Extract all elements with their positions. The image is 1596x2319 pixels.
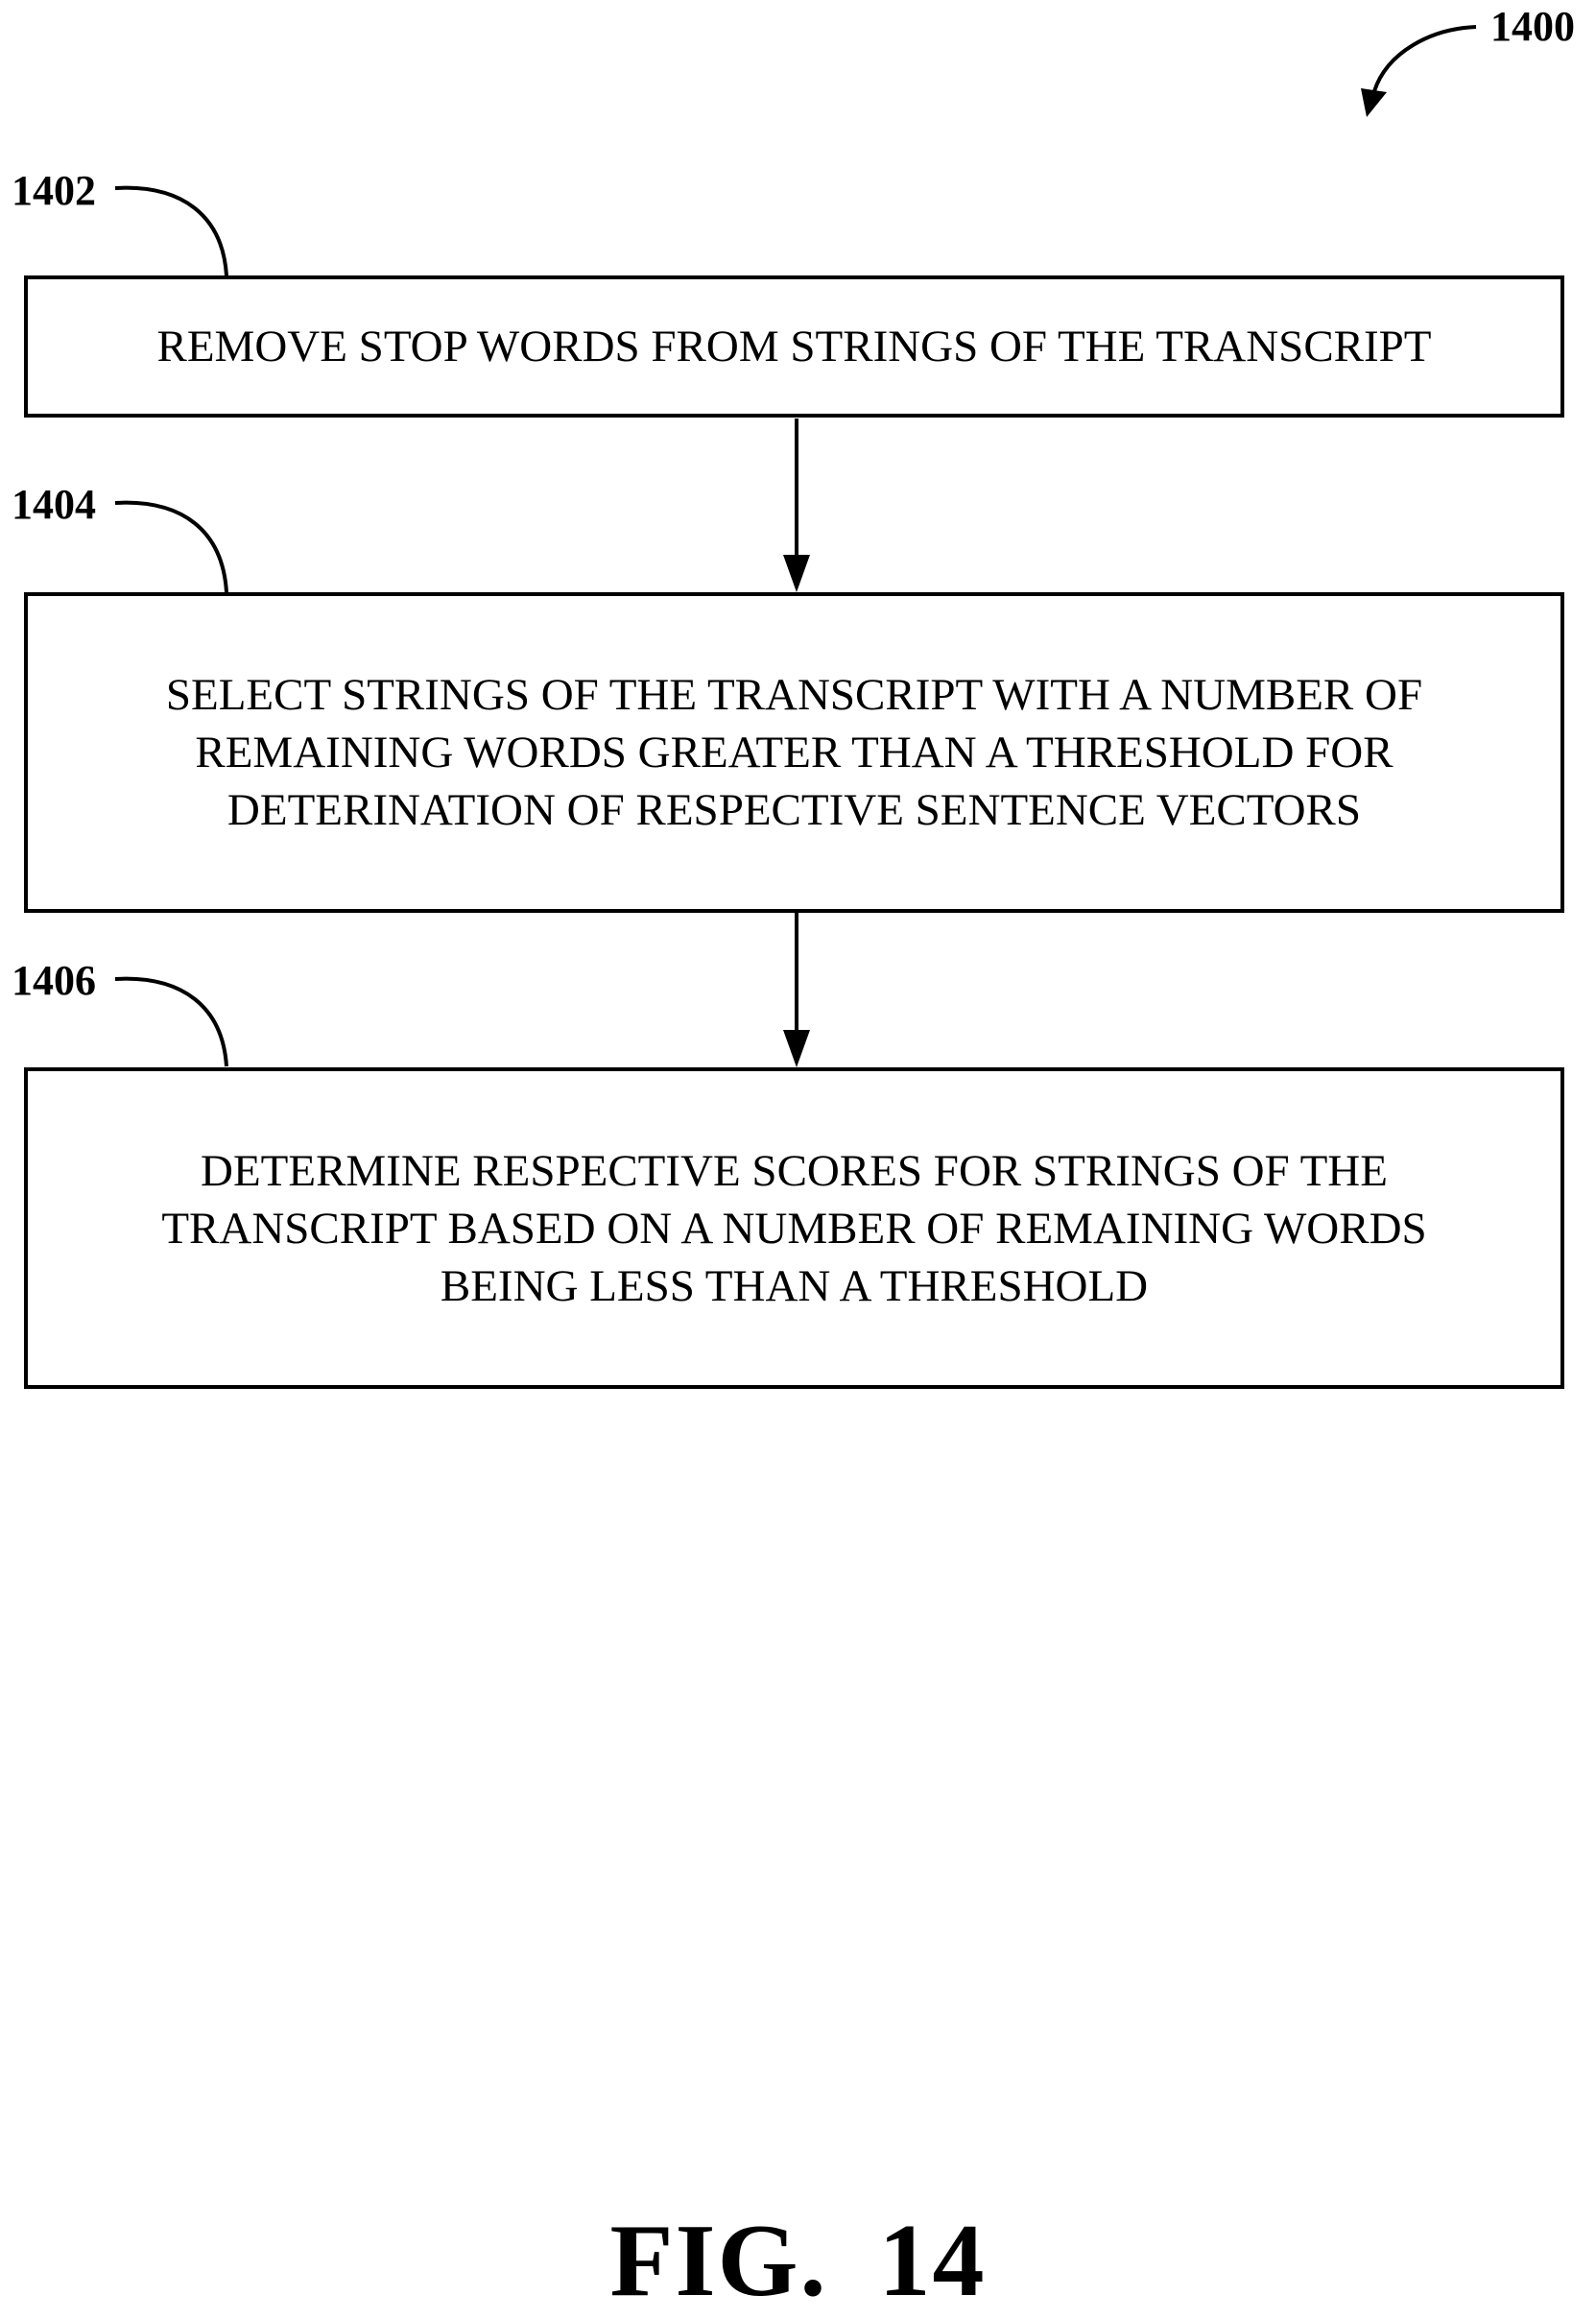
flow-arrow-2 [783,913,810,1067]
step-box-1406: DETERMINE RESPECTIVE SCORES FOR STRINGS … [24,1067,1564,1389]
step-ref-1404: 1404 [12,484,96,526]
step-ref-1406: 1406 [12,960,96,1002]
flow-arrow-1 [783,418,810,592]
leader-line-1402 [115,188,226,275]
figure-caption: FIG. 14 [0,2210,1596,2313]
figure-ref-number: 1400 [1490,6,1575,48]
figure-ref-arrow [1361,27,1476,117]
step-text-1406: DETERMINE RESPECTIVE SCORES FOR STRINGS … [104,1142,1484,1315]
step-text-1404: SELECT STRINGS OF THE TRANSCRIPT WITH A … [108,666,1480,839]
step-box-1404: SELECT STRINGS OF THE TRANSCRIPT WITH A … [24,592,1564,913]
leader-line-1406 [115,979,226,1066]
step-ref-1402: 1402 [12,170,96,212]
step-text-1402: REMOVE STOP WORDS FROM STRINGS OF THE TR… [99,318,1489,375]
step-box-1402: REMOVE STOP WORDS FROM STRINGS OF THE TR… [24,275,1564,418]
leader-line-1404 [115,503,226,592]
